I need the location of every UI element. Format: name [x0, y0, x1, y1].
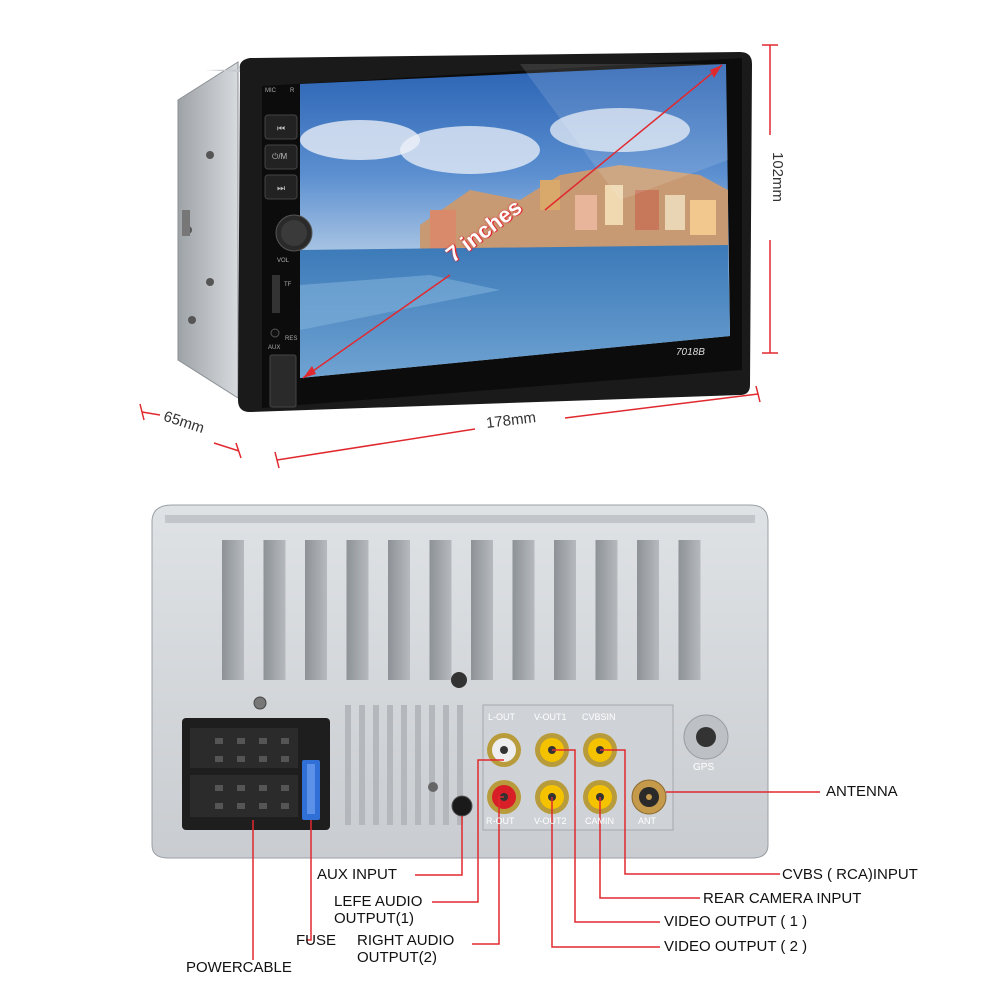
cooling-fin — [678, 540, 701, 680]
vent-slot — [415, 705, 421, 825]
vent-slot — [457, 705, 463, 825]
connector-pin — [215, 785, 223, 791]
video-output-1-callout: VIDEO OUTPUT ( 1 ) — [664, 913, 808, 930]
right-audio-output-line1: RIGHT AUDIO — [357, 932, 455, 949]
power-connector[interactable] — [182, 718, 330, 830]
gps-port-label: GPS — [693, 762, 715, 773]
connector-pin — [259, 803, 267, 809]
vol-label: VOL — [277, 258, 290, 264]
rear-camera-input-callout: REAR CAMERA INPUT — [703, 890, 862, 907]
l-out-jack[interactable] — [487, 733, 521, 767]
screw-hole — [188, 316, 196, 324]
tf-card-slot[interactable] — [272, 275, 280, 313]
gps-jack[interactable] — [683, 714, 729, 760]
connector-pin — [281, 803, 289, 809]
connector-pin — [259, 756, 267, 762]
left-audio-output-line2: OUTPUT(1) — [334, 910, 414, 927]
cam-in-port-label: CAMIN — [585, 816, 614, 826]
connector-pin — [259, 738, 267, 744]
connector-pin — [237, 785, 245, 791]
right-audio-output-callout: RIGHT AUDIO OUTPUT(2) — [357, 932, 454, 966]
vent-slot — [373, 705, 379, 825]
connector-pin — [281, 785, 289, 791]
ground-screw — [428, 782, 438, 792]
vent-slot — [345, 705, 351, 825]
vent-slot — [401, 705, 407, 825]
vent-slot — [429, 705, 435, 825]
connector-pin — [237, 738, 245, 744]
reset-label: R — [290, 88, 295, 94]
cooling-fin — [554, 540, 576, 680]
fuse-callout: FUSE — [296, 932, 337, 949]
cooling-fin — [346, 540, 369, 680]
antenna-jack[interactable] — [631, 779, 667, 815]
fuse — [302, 760, 320, 820]
mic-label: MIC — [265, 88, 276, 94]
aux-label: AUX — [268, 345, 281, 351]
vent-slot — [359, 705, 365, 825]
res-label: RES — [285, 336, 298, 342]
screw-hole — [206, 151, 214, 159]
connector-pin — [215, 803, 223, 809]
mode-label: ⏻/M — [272, 152, 288, 161]
cvbs-input-callout: CVBS ( RCA)INPUT — [782, 866, 918, 883]
r-out-port-label: R-OUT — [486, 816, 515, 826]
cvbs-in-port-label: CVBSIN — [582, 712, 616, 722]
touch-screen — [300, 64, 730, 378]
vent-slots — [345, 705, 463, 825]
cooling-fin — [263, 540, 286, 680]
v-out1-port-label: V-OUT1 — [534, 712, 567, 722]
mount-screw — [253, 696, 267, 710]
cooling-fin — [471, 540, 493, 680]
screw-hole — [206, 278, 214, 286]
connector-pin — [281, 738, 289, 744]
previous-track-button[interactable] — [264, 114, 298, 140]
left-audio-output-line1: LEFE AUDIO — [334, 893, 423, 910]
svg-text:⏮: ⏮ — [277, 124, 285, 134]
usb-port[interactable] — [269, 354, 297, 408]
cooling-fin — [429, 540, 452, 680]
antenna-callout: ANTENNA — [826, 783, 898, 800]
cooling-fin — [595, 540, 618, 680]
connector-pin — [281, 756, 289, 762]
v-out2-port-label: V-OUT2 — [534, 816, 567, 826]
svg-text:⏭: ⏭ — [277, 184, 285, 194]
connector-pin — [259, 785, 267, 791]
aux-input-callout: AUX INPUT — [317, 866, 398, 883]
connector-pin — [215, 738, 223, 744]
cooling-fin — [637, 540, 659, 680]
callout-lines — [252, 749, 820, 960]
power-cable-callout: POWERCABLE — [186, 959, 292, 976]
power-mode-button[interactable] — [264, 144, 298, 170]
connector-pin — [237, 803, 245, 809]
mount-screw — [451, 672, 467, 688]
dimension-lines — [139, 44, 778, 469]
ant-port-label: ANT — [638, 816, 656, 826]
l-out-port-label: L-OUT — [488, 712, 515, 722]
vent-slot — [443, 705, 449, 825]
model-label: 7018B — [676, 347, 705, 358]
cooling-fin — [388, 540, 410, 680]
vent-slot — [387, 705, 393, 825]
control-panel: ⏮ ⏭ — [264, 114, 313, 408]
video-output-2-callout: VIDEO OUTPUT ( 2 ) — [664, 938, 808, 955]
cooling-fins — [222, 540, 701, 680]
cooling-fin — [305, 540, 327, 680]
aux-jack[interactable] — [270, 328, 280, 338]
connector-pin — [237, 756, 245, 762]
cooling-fin — [222, 540, 244, 680]
tf-label: TF — [284, 282, 292, 288]
height-dimension-label: 102mm — [769, 152, 786, 203]
right-audio-output-line2: OUTPUT(2) — [357, 949, 437, 966]
next-track-button[interactable] — [264, 174, 298, 200]
aux-input-jack[interactable] — [451, 795, 473, 817]
cooling-fin — [512, 540, 535, 680]
left-audio-output-callout: LEFE AUDIO OUTPUT(1) — [334, 893, 422, 927]
connector-pin — [215, 756, 223, 762]
